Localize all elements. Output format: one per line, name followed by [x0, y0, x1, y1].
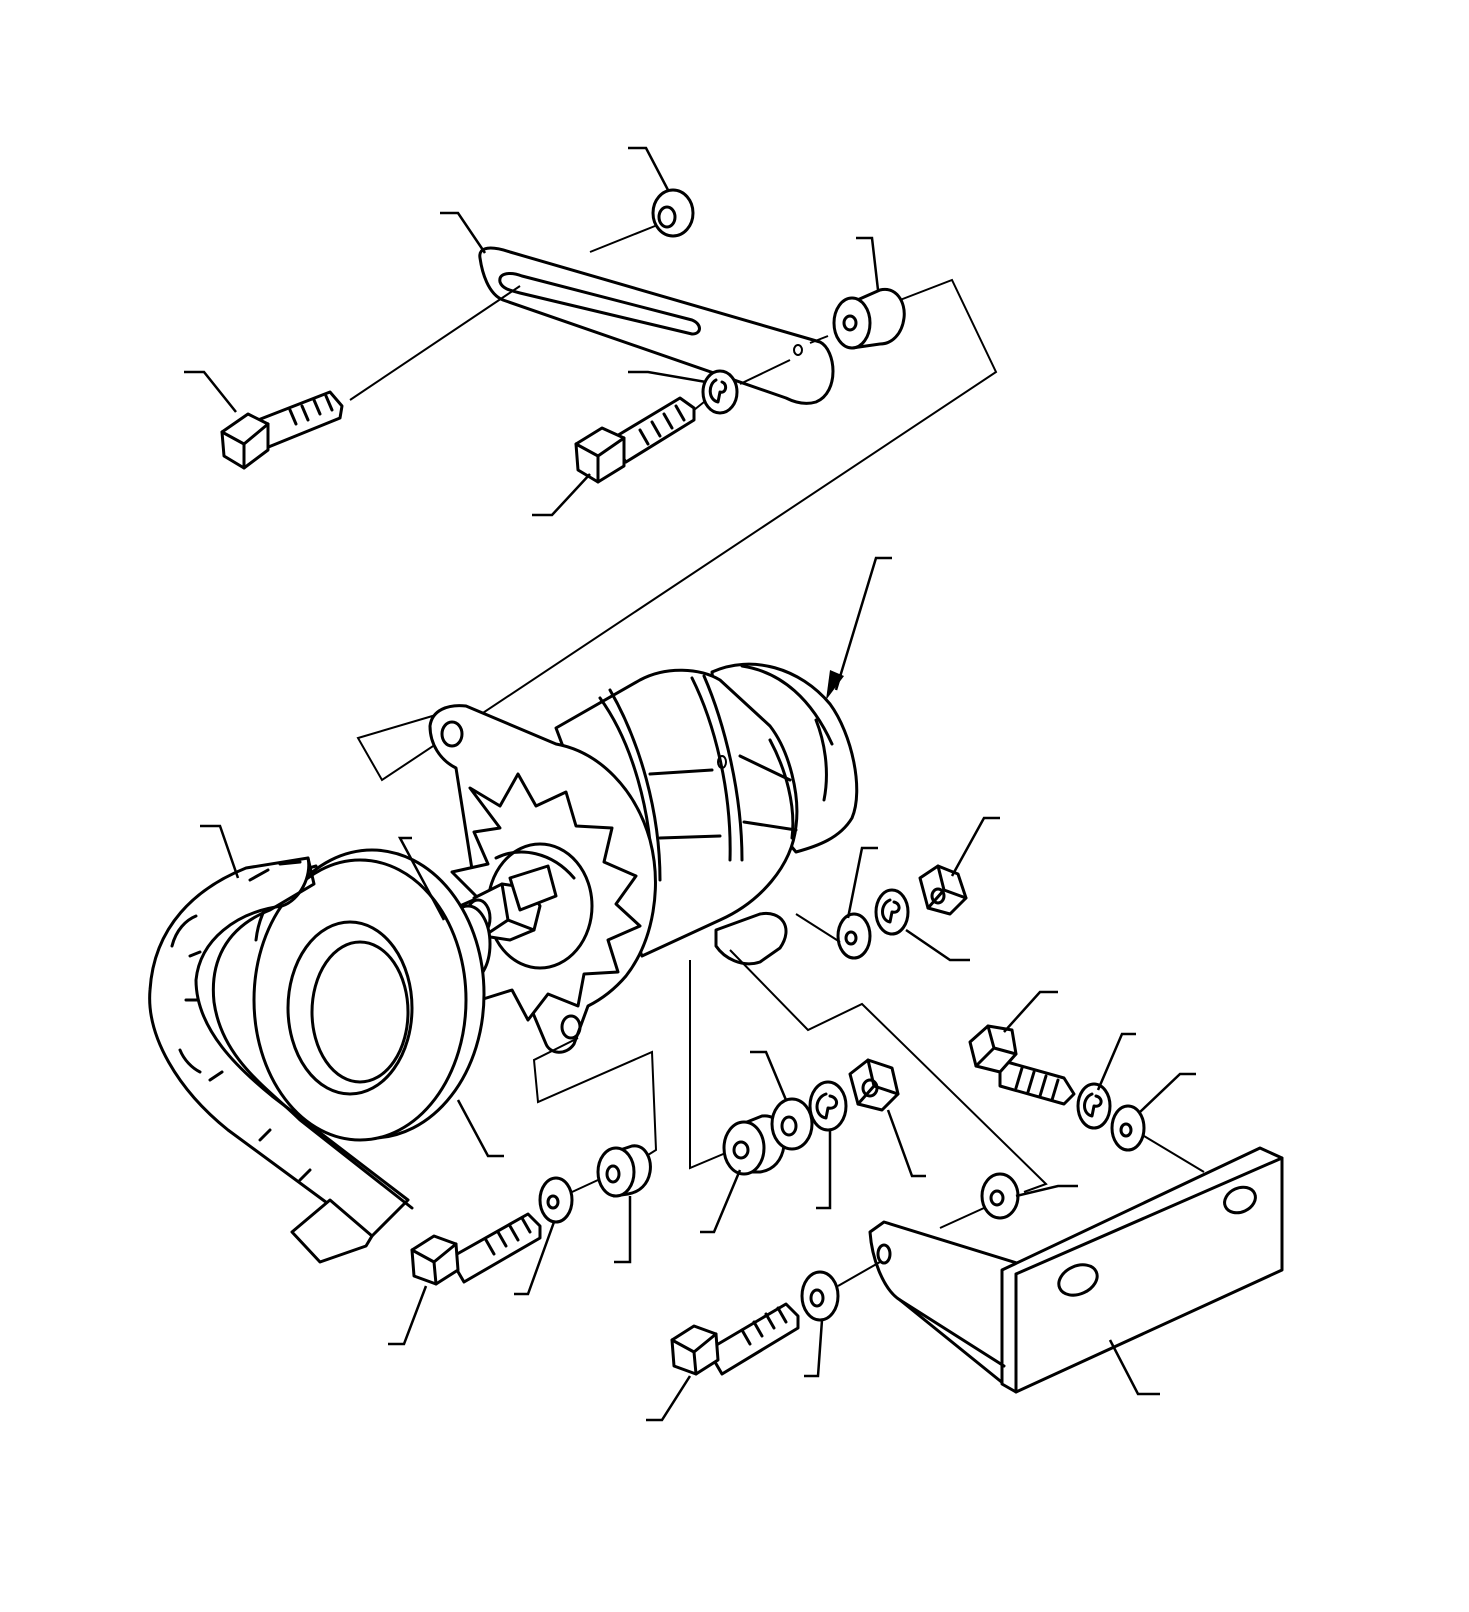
axis-right — [1143, 1135, 1205, 1173]
spacer-lower-left — [596, 1144, 652, 1198]
leader-nut-mid — [950, 816, 1000, 877]
axis-bracket-top — [939, 1207, 985, 1229]
bolt-lower-left — [410, 1212, 542, 1286]
spring-washer-right — [1076, 1082, 1112, 1130]
leader-washer-bracket-top — [1015, 1184, 1078, 1198]
washer-bracket — [800, 1270, 840, 1322]
leader-spacer-lower-left — [614, 1196, 632, 1264]
leader-washer-lower — [750, 1050, 788, 1101]
leader-spacer-lower — [700, 1169, 742, 1234]
axis-washer-top — [589, 225, 656, 253]
leader-spring-washer-right — [1096, 1032, 1136, 1091]
leader-spacer — [856, 236, 880, 291]
nut-lower — [848, 1058, 900, 1112]
connector-lower-center — [689, 960, 729, 1170]
leader-adjusting-link — [440, 211, 487, 254]
bolt-short-top — [574, 396, 696, 484]
leader-mounting-bracket — [1108, 1339, 1160, 1396]
leader-washer-lower-left — [514, 1221, 556, 1296]
spring-washer-lower — [808, 1080, 848, 1132]
bolt-bracket — [670, 1302, 800, 1376]
pulley — [252, 848, 492, 1142]
connector-lower-right — [729, 949, 1048, 1193]
washer-top — [651, 188, 695, 238]
leader-bolt-lower-left — [388, 1285, 428, 1346]
washer-right — [1110, 1104, 1146, 1152]
bolt-right — [968, 1024, 1076, 1106]
spring-washer-mid — [874, 888, 910, 936]
washer-bracket-top — [980, 1172, 1020, 1220]
leader-washer-bracket — [804, 1319, 824, 1378]
bolt-long-top — [220, 390, 344, 470]
leader-spring-washer-mid — [905, 928, 970, 962]
washer-mid — [836, 912, 872, 960]
connector-spacer — [356, 278, 998, 782]
leader-bolt-right — [1003, 990, 1058, 1033]
leader-washer-top — [628, 146, 670, 191]
leader-washer-mid — [846, 846, 878, 919]
mounting-bracket — [868, 1146, 1284, 1394]
leader-spring-washer-lower — [816, 1130, 832, 1210]
adjusting-link — [478, 246, 835, 405]
leader-alternator-arrow — [834, 556, 892, 691]
axis-bolt-long-top — [349, 285, 521, 401]
leader-fan-belt — [200, 824, 240, 879]
spacer — [832, 287, 906, 350]
axis-spacer-link — [809, 335, 829, 344]
axis-bolt-short-top — [693, 401, 705, 411]
spring-washer-top — [701, 369, 739, 415]
axis-mid — [795, 913, 841, 943]
leader-nut-lower — [886, 1109, 926, 1178]
leader-pulley — [397, 836, 446, 921]
fan-belt — [148, 856, 414, 1264]
axis-lower-left — [571, 1179, 599, 1193]
leader-bolt-bracket — [646, 1375, 692, 1422]
axis-bracket — [837, 1261, 881, 1287]
axis-spring-washer — [739, 359, 791, 385]
washer-lower — [770, 1097, 814, 1151]
washer-lower-left — [538, 1176, 574, 1224]
leader-washer-right — [1139, 1072, 1196, 1113]
nut-mid — [918, 864, 968, 916]
leader-spring-washer-top — [628, 370, 707, 384]
leader-bolt-long-top — [184, 370, 237, 413]
arrowhead-alternator — [826, 670, 844, 700]
leader-pulley-rear — [456, 1099, 504, 1158]
shaft-nut — [464, 864, 558, 942]
connector-lower-left — [532, 1037, 658, 1161]
leader-bolt-short-top — [532, 473, 591, 517]
